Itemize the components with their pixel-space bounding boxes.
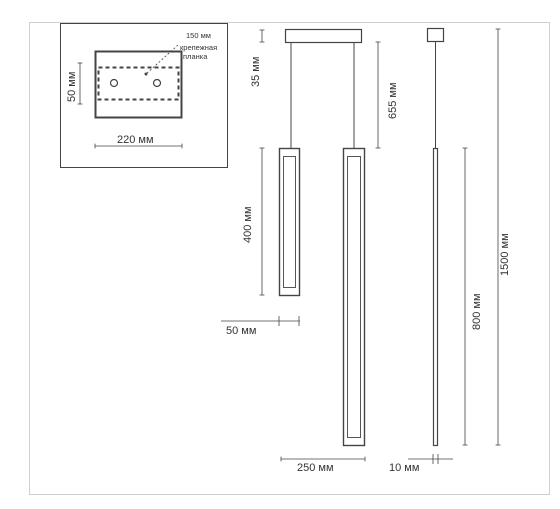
inset-width-label: 220 мм bbox=[117, 134, 154, 146]
short-lamp-body bbox=[278, 147, 301, 297]
long-lamp-body bbox=[342, 147, 366, 447]
short-width-label: 50 мм bbox=[226, 325, 256, 337]
canopy-front bbox=[284, 28, 363, 44]
cable-length-label: 655 мм bbox=[387, 82, 399, 119]
bracket-leader-line bbox=[145, 44, 179, 75]
canopy-height-label: 35 мм bbox=[250, 57, 262, 87]
side-total-label: 1500 мм bbox=[499, 233, 511, 276]
short-lamp-inner bbox=[283, 156, 296, 288]
screw-hole-right bbox=[152, 78, 162, 88]
side-width-label: 10 мм bbox=[389, 462, 419, 474]
side-canopy bbox=[426, 27, 445, 43]
front-view: 35 мм 655 мм 400 мм 50 мм 250 мм bbox=[221, 28, 399, 474]
short-body-label: 400 мм bbox=[242, 206, 254, 243]
long-width-label: 250 мм bbox=[297, 462, 334, 474]
side-view: 800 мм 1500 мм 10 мм bbox=[389, 27, 511, 474]
bracket-leader-dot bbox=[144, 72, 148, 76]
screw-hole-left bbox=[109, 78, 119, 88]
plate-size-label: 150 мм bbox=[186, 31, 211, 40]
bracket-note-line2: планка bbox=[183, 52, 208, 61]
inset-box bbox=[60, 23, 228, 168]
canopy-plate-outline bbox=[94, 50, 183, 119]
inset-height-label: 50 мм bbox=[66, 72, 78, 102]
long-lamp-inner bbox=[347, 156, 361, 438]
inset-canopy-top-view: 150 мм крепежная планка 50 мм 220 мм bbox=[60, 23, 228, 168]
outer-frame bbox=[29, 22, 550, 495]
side-lamp-body bbox=[432, 147, 439, 447]
bracket-note-line1: крепежная bbox=[180, 43, 217, 52]
side-body-label: 800 мм bbox=[471, 293, 483, 330]
